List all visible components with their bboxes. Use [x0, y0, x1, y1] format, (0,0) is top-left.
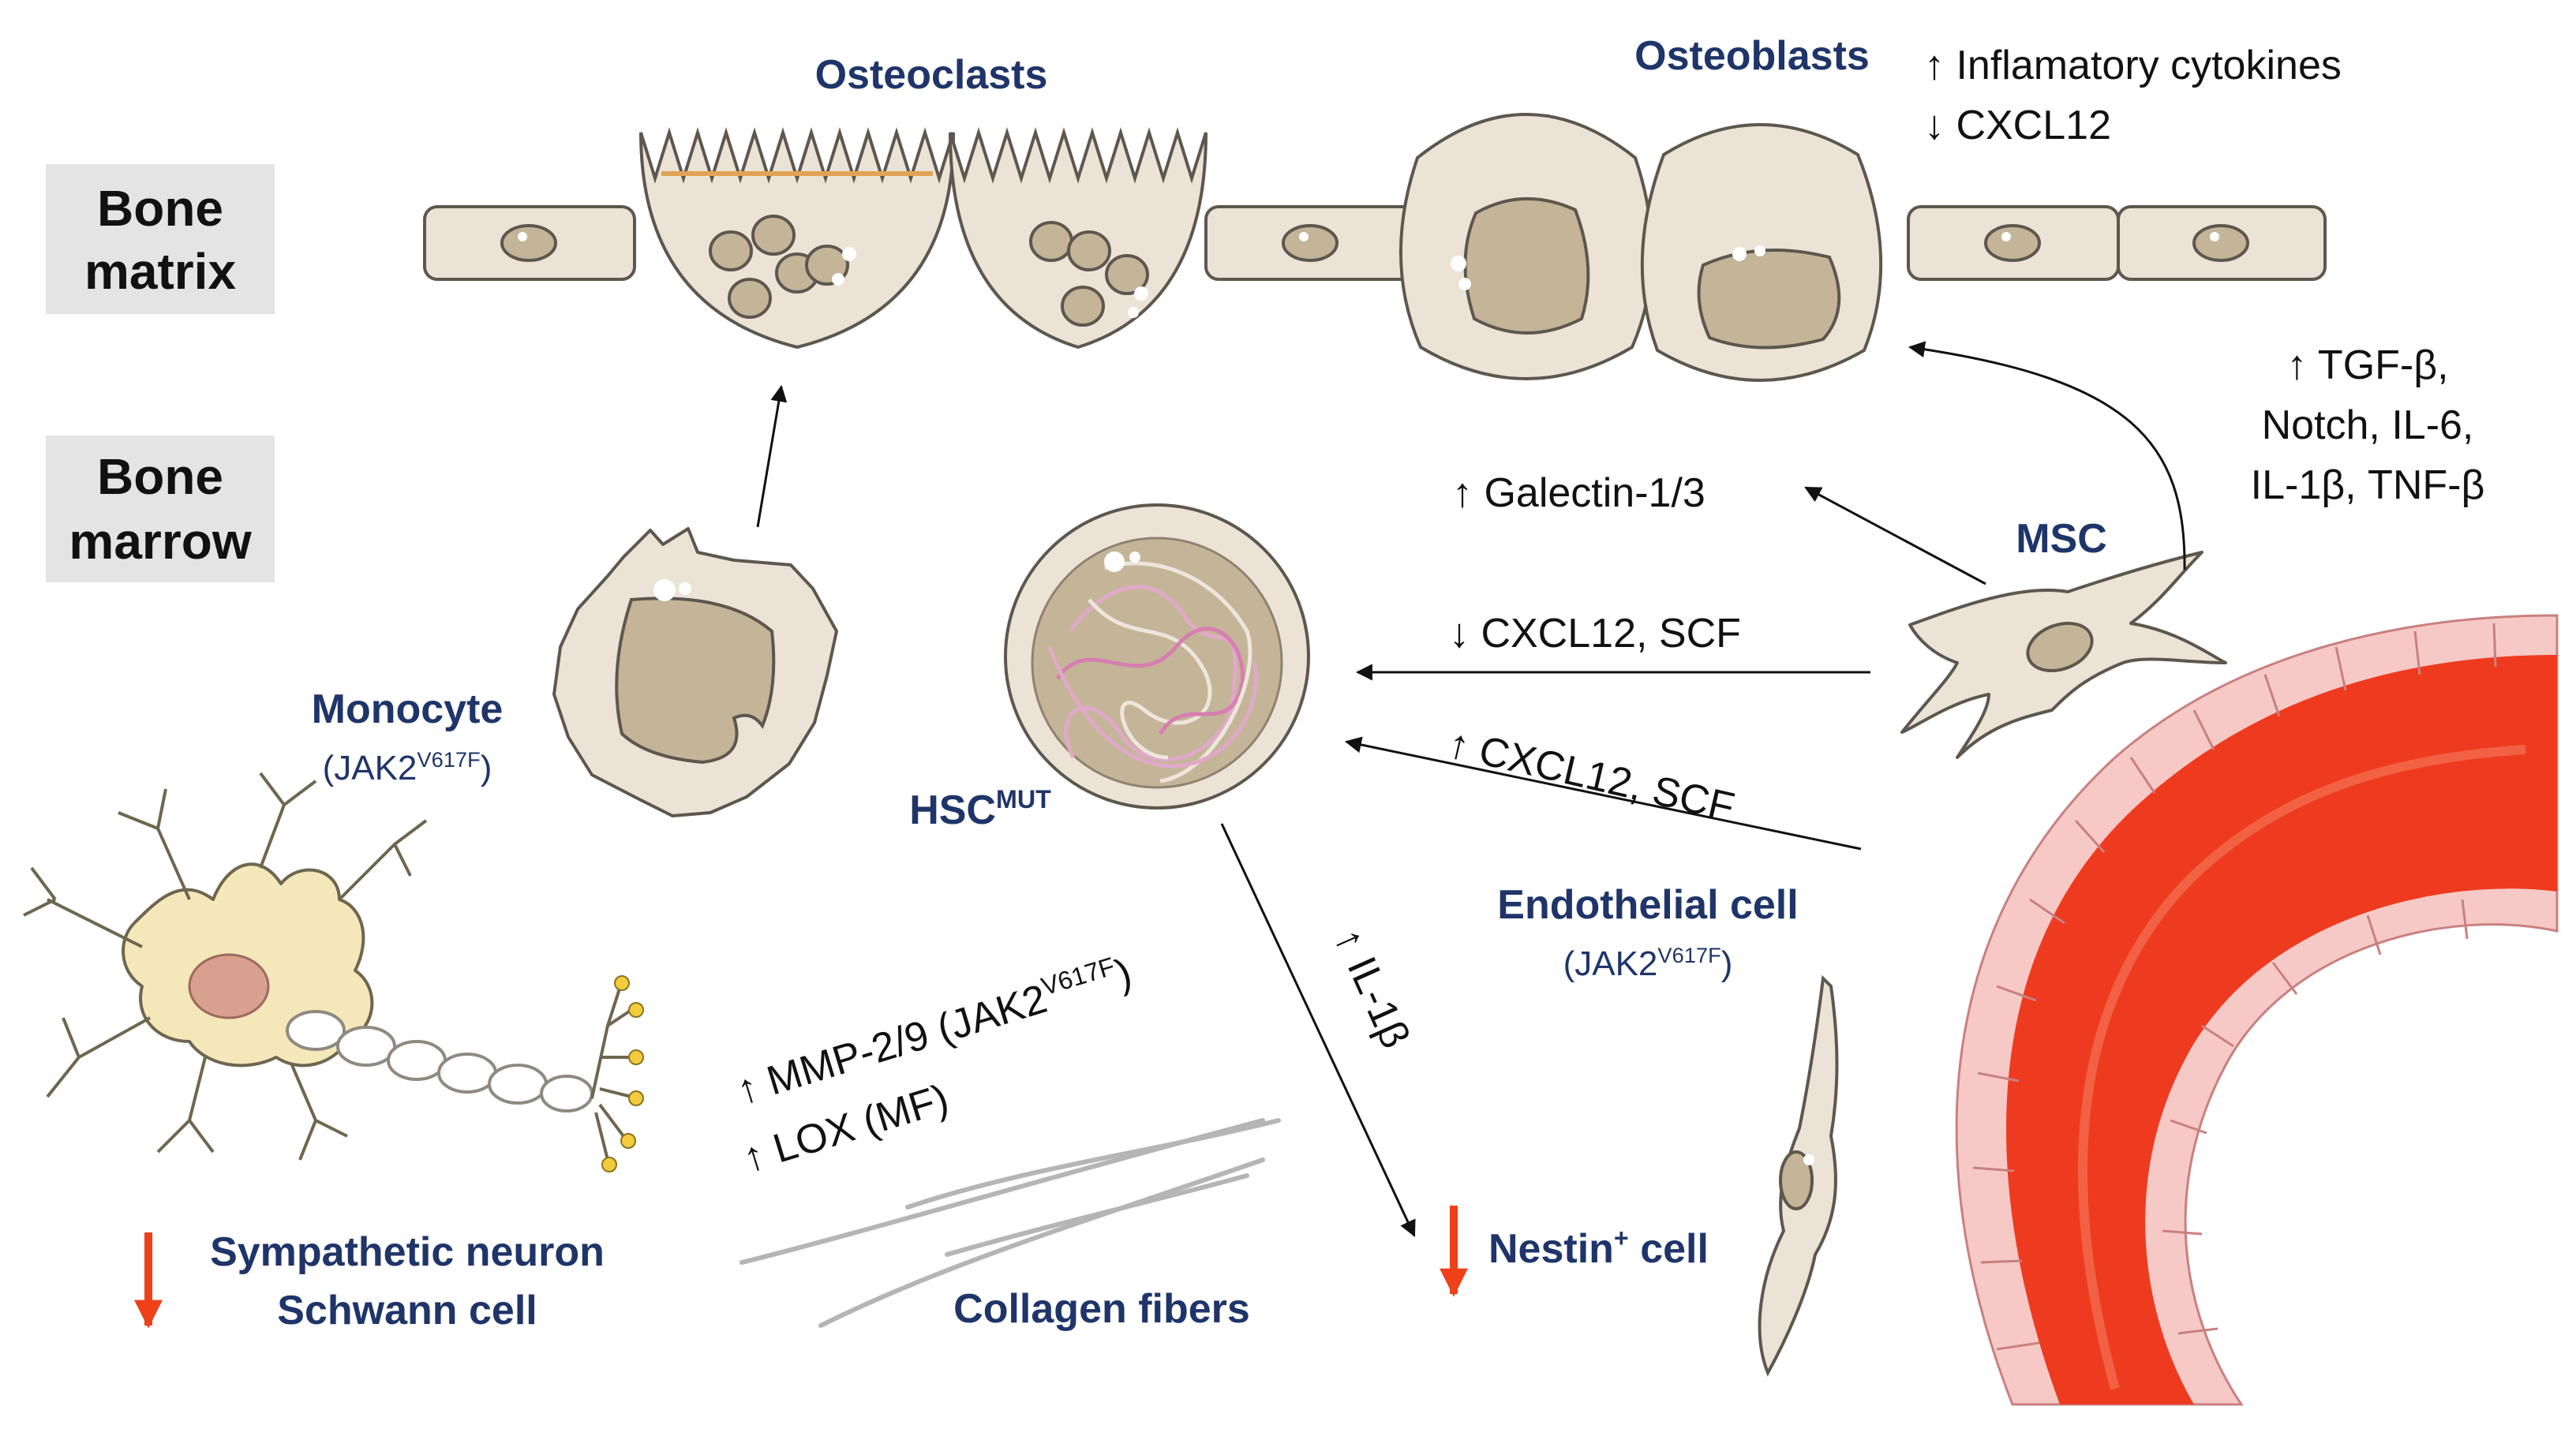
osteoblast-cell [1640, 123, 1883, 382]
osteoblast-effect-line: ↑ Inflamatory cytokines [1924, 43, 2342, 88]
genotype-close: ) [1721, 944, 1733, 983]
galectin-label: ↑ Galectin-1/3 [1452, 470, 1705, 516]
hsc-label: HSCMUT [909, 785, 1051, 833]
svg-text:Bone: Bone [97, 180, 223, 237]
monocyte-to-osteoclast-arrow [756, 384, 788, 528]
genotype-superscript: V617F [1657, 943, 1720, 967]
osteoclast-cell [949, 127, 1208, 350]
genotype-text: (JAK2 [1563, 944, 1658, 983]
osteoblasts-label: Osteoblasts [1634, 33, 1870, 79]
svg-text:marrow: marrow [69, 513, 251, 570]
monocyte-label: Monocyte [312, 686, 504, 732]
monocyte-genotype: (JAK2V617F) [323, 747, 492, 787]
osteoblast-effect-line: ↓ CXCL12 [1924, 103, 2111, 148]
msc-to-galectin-arrow [1804, 486, 1986, 585]
osteoblast-cell [1399, 113, 1653, 380]
il1b-label: ↑ IL-1β [1325, 921, 1418, 1055]
lining-cell [1907, 205, 2120, 281]
neuron-label-line: Sympathetic neuron [210, 1229, 605, 1275]
osteoclast-cell [639, 127, 956, 350]
section-label-line: Bone [97, 448, 223, 505]
collagen-fibers [739, 1118, 1281, 1328]
monocyte-cell [552, 527, 838, 817]
neuron-label-line: Schwann cell [277, 1288, 537, 1333]
section-label-line: Bone [97, 180, 223, 237]
hsc-to-nestin-arrow [1220, 823, 1416, 1237]
endothelial-label: Endothelial cell [1497, 882, 1798, 928]
section-label-line: matrix [84, 243, 237, 300]
endothelial-lining [1972, 623, 2497, 1351]
section-box-bone-matrix: Bone matrix [46, 164, 275, 314]
hsc-label-base: HSC [909, 787, 996, 833]
msc-to-osteoblast-arrow [1908, 341, 2186, 570]
svg-text:Bone: Bone [97, 448, 223, 505]
nestin-label-base: Nestin [1488, 1226, 1614, 1272]
neuron-axon [286, 1010, 593, 1113]
genotype-close: ) [481, 749, 492, 787]
genotype-text: (JAK2 [323, 749, 417, 787]
lining-cell-row [423, 205, 2327, 281]
lining-cell [1204, 205, 1421, 281]
endothelial-genotype: (JAK2V617F) [1563, 943, 1733, 983]
section-box-bone-marrow: Bone marrow [46, 436, 275, 582]
nestin-cell [1758, 974, 1839, 1377]
msc-factor-line: Notch, IL-6, [2262, 402, 2474, 448]
msc-to-hsc-label: ↓ CXCL12, SCF [1449, 611, 1741, 656]
msc-label: MSC [2016, 516, 2107, 562]
genotype-superscript: V617F [417, 747, 480, 772]
svg-text:matrix: matrix [84, 243, 237, 300]
hsc-cell [1004, 503, 1310, 810]
lining-cell [423, 205, 636, 281]
collagen-label: Collagen fibers [953, 1286, 1250, 1332]
lining-cell [2117, 205, 2327, 281]
msc-factor-line: ↑ TGF-β, [2286, 342, 2448, 388]
blood-vessel [1955, 614, 2559, 1406]
msc-cell [1900, 551, 2227, 759]
nestin-label: Nestin+ cell [1488, 1224, 1709, 1272]
section-label-line: marrow [69, 513, 251, 570]
sympathetic-neuron [23, 772, 644, 1172]
msc-factor-line: IL-1β, TNF-β [2251, 462, 2485, 508]
nestin-label-superscript: + [1614, 1224, 1629, 1252]
mmp-label-superscript: V617F [1038, 952, 1118, 1000]
chromatin-pattern [1047, 561, 1258, 783]
osteoclasts-label: Osteoclasts [815, 52, 1048, 98]
hsc-label-superscript: MUT [996, 785, 1051, 813]
nestin-label-rest: cell [1629, 1226, 1709, 1272]
endothelial-to-hsc-arrow [1344, 736, 1862, 851]
